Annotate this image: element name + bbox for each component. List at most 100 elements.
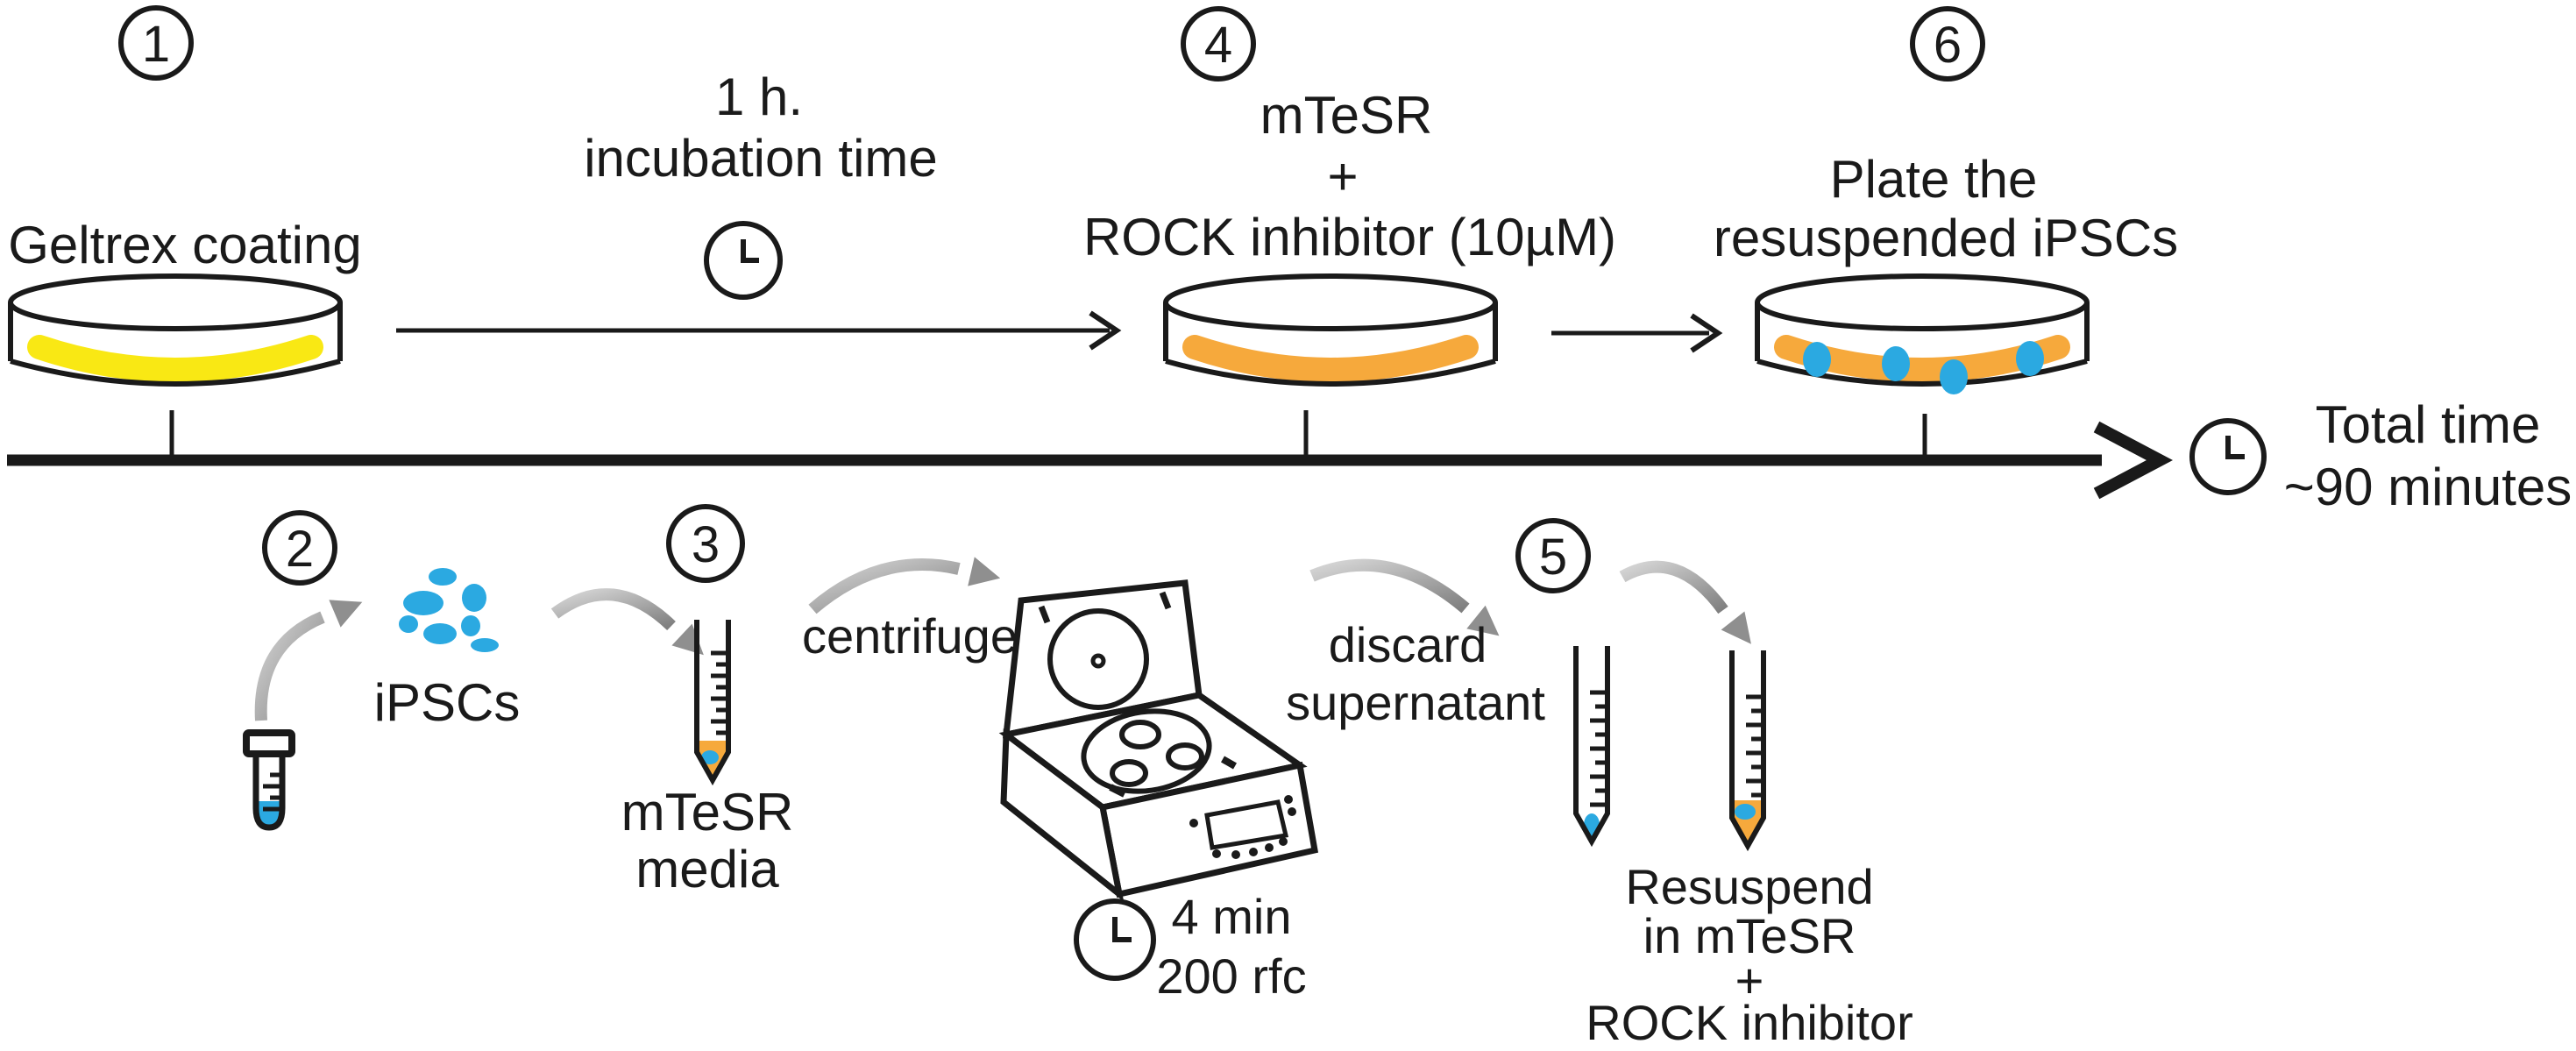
step2-number-circle [262, 510, 337, 586]
panel-button [1284, 795, 1293, 804]
ipsc-cell [1940, 359, 1968, 394]
step5-number: 5 [1539, 529, 1567, 586]
dish-rim [1163, 273, 1498, 331]
step6-label-line1: Plate the [1830, 150, 2038, 209]
step1-number: 1 [142, 16, 170, 73]
curved-arrow-shaft [1309, 558, 1470, 614]
ipsc-cell [1882, 346, 1910, 381]
petri-dish-geltrex [8, 273, 343, 387]
centrifuge-settings: 4 min 200 rfc [1074, 889, 1307, 1004]
petri-dish-media-rock [1163, 273, 1498, 387]
panel-button [1212, 849, 1221, 858]
panel-button [1288, 807, 1296, 816]
step6-number-circle [1910, 6, 1985, 82]
lid-window [1047, 608, 1149, 710]
arrow-tube-to-centrifuge [808, 557, 1001, 614]
step6-label-line2: resuspended iPSCs [1714, 209, 2178, 267]
lid-latch-mark [1038, 605, 1051, 624]
timeline-arrowhead-icon [2093, 421, 2173, 500]
dish-rim [8, 273, 343, 331]
media-layer [1182, 335, 1479, 382]
arrow-step1-to-step4 [396, 310, 1122, 351]
step5-label-line4: ROCK inhibitor [1586, 995, 1912, 1050]
arrowhead-icon [1721, 611, 1751, 644]
incubation-line2: incubation time [584, 129, 938, 188]
curved-arrow-shaft [254, 611, 325, 721]
step5-number-circle [1515, 518, 1591, 593]
step1: 1 Geltrex coating [8, 5, 362, 387]
panel-button [1249, 848, 1258, 856]
cryovial [243, 729, 295, 831]
curved-arrow-shaft [808, 558, 961, 614]
discard-label-line1: discard [1329, 617, 1487, 672]
clock-hands-icon [1112, 917, 1132, 942]
centrifuge-left-face [1000, 728, 1125, 902]
step1-label: Geltrex coating [8, 216, 362, 274]
timeline [7, 410, 2173, 500]
hinge-mark [1109, 784, 1126, 798]
petri-dish-plated-ipscs [1755, 273, 2090, 394]
arrow-step4-to-step6 [1551, 313, 1723, 353]
plated-ipsc-cells [1803, 341, 2044, 394]
step5-label-line2: in mTeSR [1643, 908, 1856, 963]
lid-latch-mark [1159, 591, 1172, 610]
vial-body [252, 754, 286, 831]
vial-graduations [263, 772, 280, 812]
step4-label-line3: ROCK inhibitor (10µM) [1083, 208, 1616, 266]
dish-bottom [10, 359, 341, 387]
arrow-vial-to-cells [254, 600, 363, 721]
clock-hands-icon [2225, 436, 2245, 459]
arrowhead-icon [1466, 605, 1500, 636]
rotor-tube-slot [1110, 759, 1148, 787]
step3-label-line1: mTeSR [621, 783, 794, 842]
step3: 3 mTeSR media [621, 504, 794, 898]
panel-button [1189, 819, 1198, 827]
conical-tube-media [694, 620, 731, 786]
step6: 6 Plate the resuspended iPSCs [1714, 6, 2178, 394]
tube-outline [1729, 650, 1766, 852]
step2-label: iPSCs [374, 673, 521, 732]
ipsc-cell [471, 638, 499, 652]
step4-label-line2: + [1327, 147, 1358, 206]
step4: 4 mTeSR + ROCK inhibitor (10µM) [1083, 6, 1616, 387]
incubation-line1: 1 h. [715, 67, 803, 126]
centrifuge-machine [998, 579, 1319, 902]
cell-pellet [701, 750, 719, 764]
conical-tube-pellet [1573, 646, 1610, 848]
step5-label-line3: + [1735, 953, 1764, 1008]
step5-label-line1: Resuspend [1625, 859, 1873, 914]
panel-button [1265, 843, 1274, 852]
ipsc-cell [2016, 341, 2044, 376]
step6-number: 6 [1934, 17, 1962, 74]
tube-outline [694, 620, 731, 786]
step4-label-line1: mTeSR [1260, 86, 1433, 145]
arrowhead-icon [968, 557, 1001, 586]
total-time-line1: Total time [2316, 395, 2541, 454]
ipsc-cell [461, 615, 480, 636]
centrifuge-time: 4 min [1172, 889, 1292, 944]
cell-pellet [1735, 804, 1756, 820]
step2: 2 iPSCs [243, 510, 521, 831]
dish-bottom [1165, 359, 1496, 387]
arrowhead-icon [329, 600, 363, 628]
ipsc-cell [399, 615, 418, 633]
ipsc-cell [1803, 342, 1831, 377]
step3-label-line2: media [635, 840, 779, 898]
step3-number-circle [666, 504, 745, 583]
step2-number: 2 [286, 521, 314, 578]
lid-spindle [1090, 653, 1106, 669]
tube-graduations [1746, 694, 1761, 798]
vial-cap [243, 729, 295, 757]
dish-bottom [1756, 359, 2088, 387]
step1-number-circle [118, 5, 194, 81]
total-time-line2: ~90 minutes [2284, 458, 2572, 516]
curved-arrow-shaft [550, 588, 676, 631]
tube-graduations [1590, 690, 1605, 807]
panel-button [1279, 837, 1288, 846]
step4-number: 4 [1204, 17, 1232, 74]
rotor-tube-slot [1119, 720, 1161, 749]
geltrex-coating-layer [27, 335, 323, 382]
arrowhead-icon [1089, 310, 1122, 351]
